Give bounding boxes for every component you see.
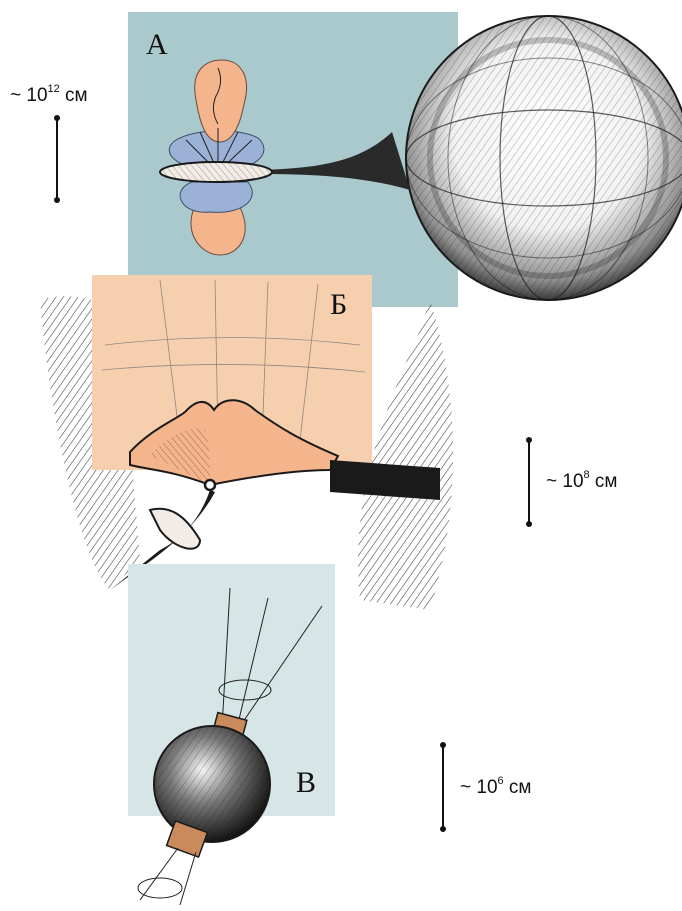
panel-c [128, 564, 335, 905]
scale-label-106: ~ 106 см [460, 776, 531, 797]
giant-star [406, 16, 682, 300]
flux-tube-right [358, 300, 453, 610]
panel-a-label: А [146, 30, 168, 60]
scale-bar-1012 [56, 118, 58, 200]
scale-prefix: ~ 10 [546, 471, 584, 492]
panel-a [128, 12, 682, 307]
scale-unit: см [504, 777, 532, 798]
panel-b [40, 275, 453, 610]
scale-prefix: ~ 10 [10, 85, 48, 106]
scale-exponent: 12 [48, 83, 60, 95]
scale-bar-106 [442, 745, 444, 829]
scale-bar-108 [528, 440, 530, 524]
panel-c-label: В [296, 768, 316, 798]
neutron-star-small [205, 480, 215, 490]
scale-unit: см [590, 471, 618, 492]
panel-b-label: Б [330, 290, 347, 320]
jet-cone-lower [138, 848, 196, 905]
scale-prefix: ~ 10 [460, 777, 498, 798]
scale-unit: см [60, 85, 88, 106]
scale-label-108: ~ 108 см [546, 470, 617, 491]
scale-label-1012: ~ 1012 см [10, 84, 88, 105]
